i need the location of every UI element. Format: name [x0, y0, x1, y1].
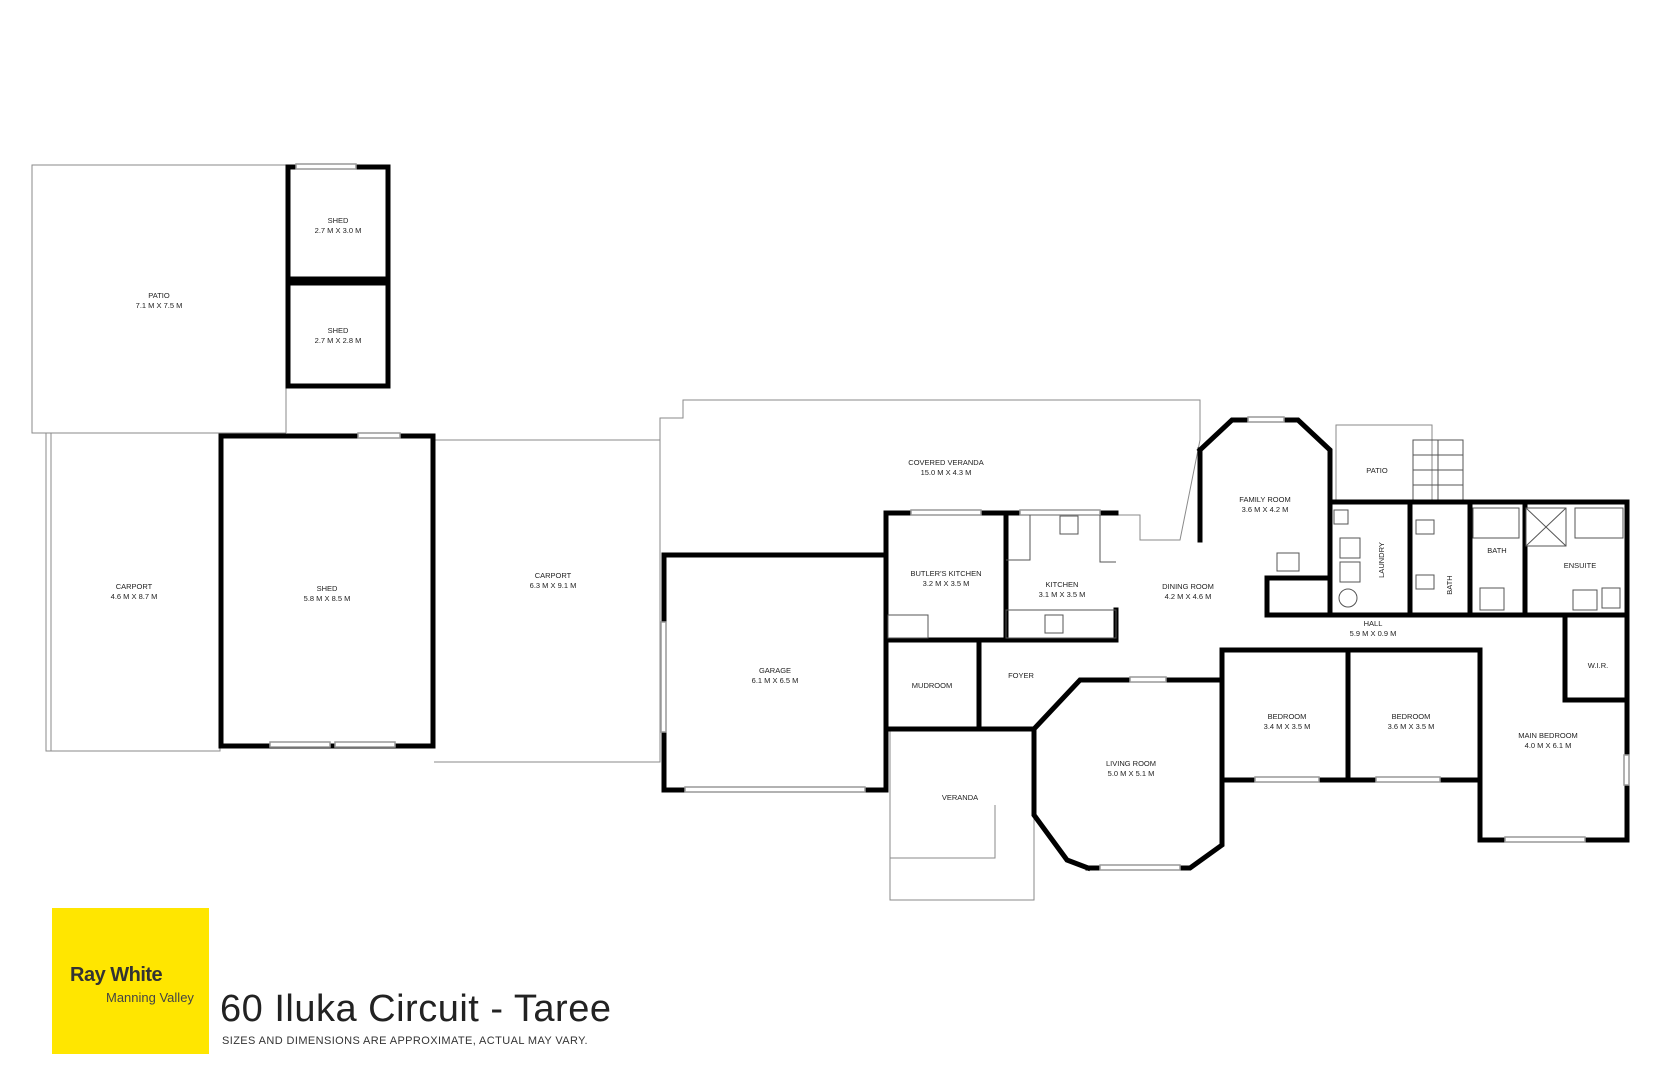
ray-white-logo: Ray White Manning Valley [52, 908, 209, 1054]
walls [218, 164, 1630, 872]
label-laundry: LAUNDRY [1377, 542, 1386, 578]
label-veranda: VERANDA [942, 793, 978, 802]
label-wir: W.I.R. [1588, 661, 1608, 670]
size-disclaimer: SIZES AND DIMENSIONS ARE APPROXIMATE, AC… [222, 1035, 588, 1047]
label-patio-small: PATIO [1366, 466, 1388, 475]
property-address: 60 Iluka Circuit - Taree [220, 988, 612, 1030]
label-ensuite: ENSUITE [1564, 561, 1597, 570]
patio-stair [1412, 439, 1464, 502]
windows [269, 163, 1630, 871]
fixtures [887, 507, 1624, 639]
label-bath-1: BATH [1445, 575, 1454, 594]
logo-office-text: Manning Valley [106, 990, 194, 1005]
logo-brand-text: Ray White [70, 964, 163, 986]
label-bath-2: BATH [1487, 546, 1506, 555]
label-mudroom: MUDROOM [912, 681, 952, 690]
label-foyer: FOYER [1008, 671, 1034, 680]
